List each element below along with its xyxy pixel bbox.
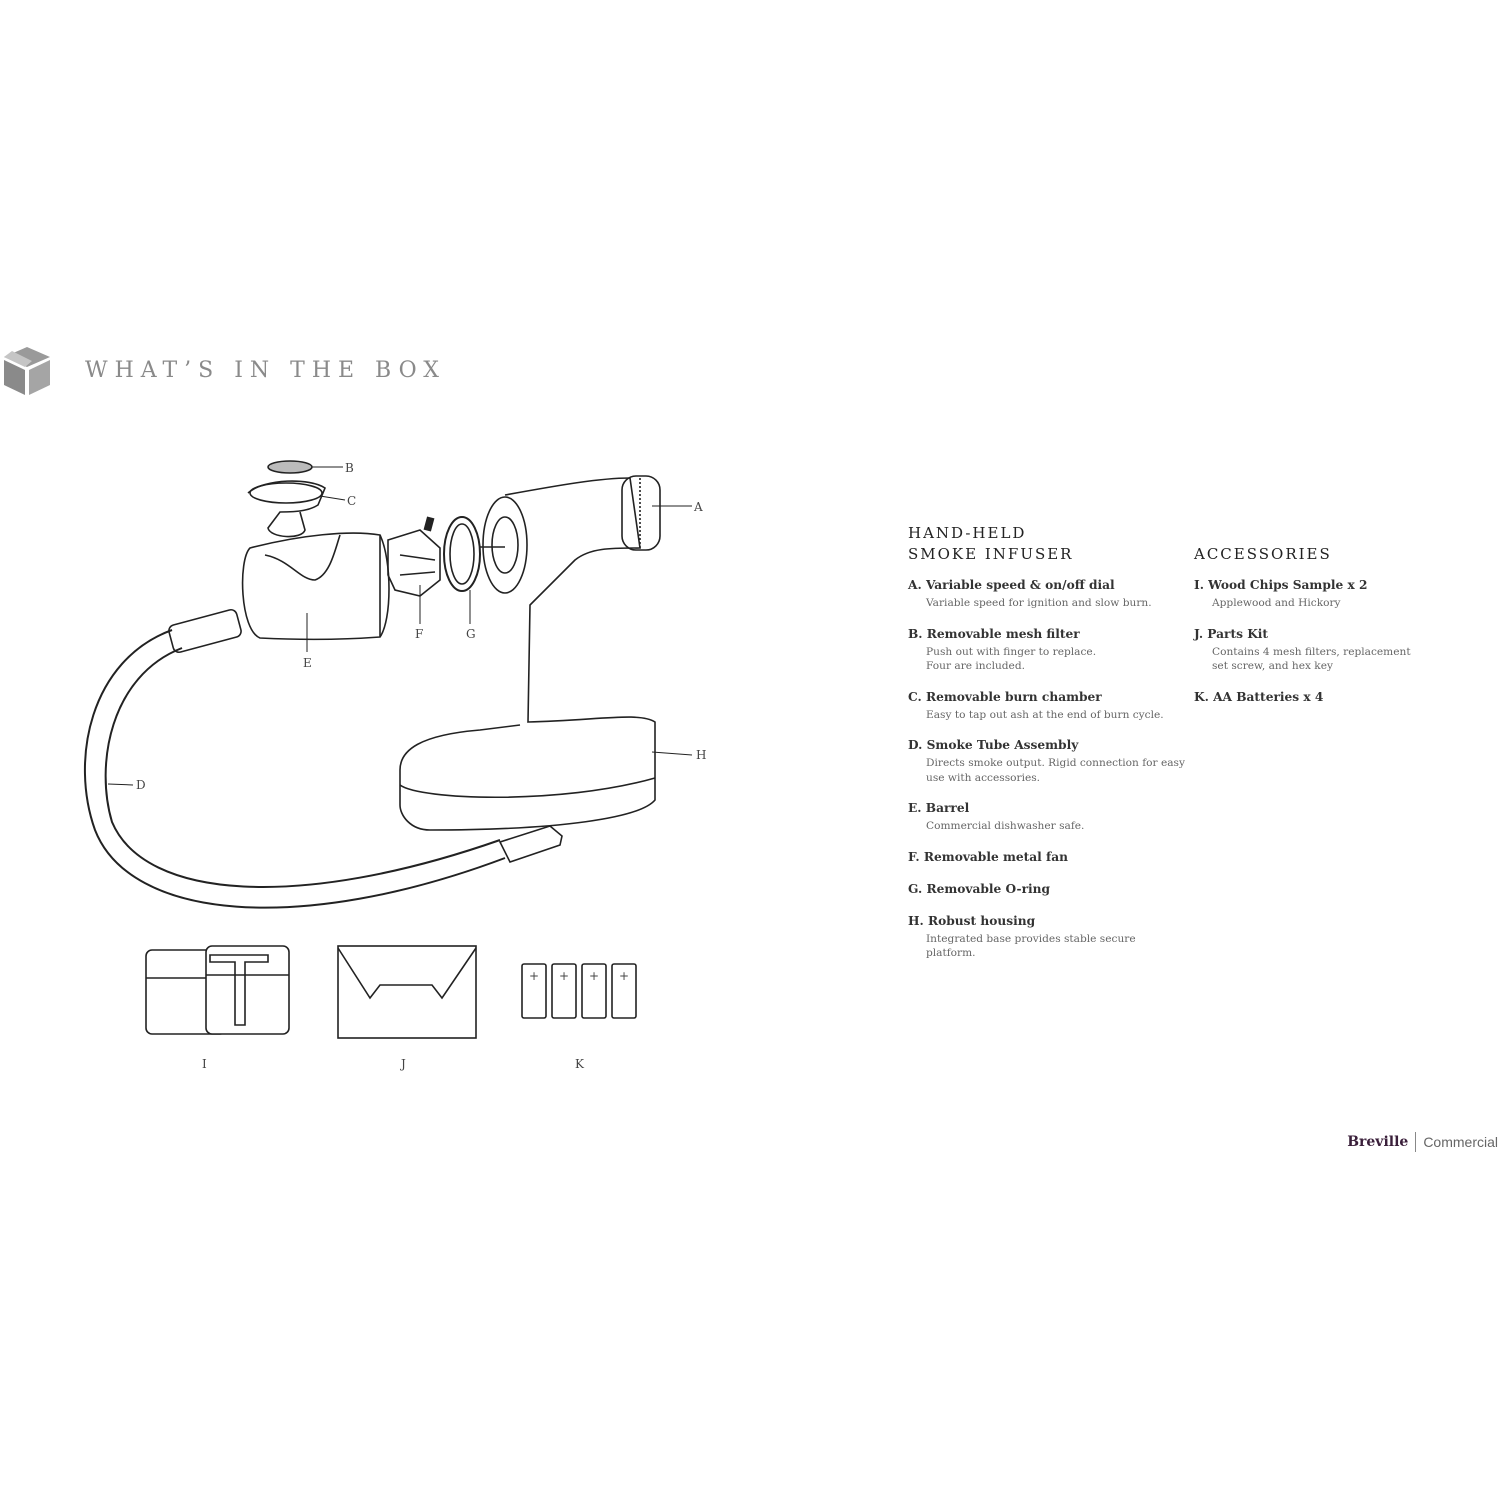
label-g: G [466,627,476,641]
smoke-tube-drawing [84,608,563,909]
page-title: WHAT’S IN THE BOX [85,358,446,383]
burn-chamber-drawing [247,480,326,538]
part-item-f: F. Removable metal fan [908,849,1068,864]
box-icon [4,347,50,395]
label-e: E [303,656,312,670]
svg-text:+: + [559,969,569,983]
label-i: I [202,1057,207,1071]
fan-drawing [387,516,441,597]
label-h: H [696,748,706,762]
accessory-item-k: K. AA Batteries x 4 [1194,689,1324,704]
label-a: A [693,500,703,514]
label-c: C [347,494,356,508]
svg-text:+: + [589,969,599,983]
infuser-section: HAND-HELD SMOKE INFUSER A. Variable spee… [908,523,1188,976]
batteries-drawing: + + + + [521,963,637,1019]
label-k: K [575,1057,585,1071]
parts-kit-drawing [337,945,477,1039]
brand-logo: Breville Commercial [1347,1132,1498,1152]
mesh-filter-drawing [267,460,313,474]
barrel-drawing [241,532,390,641]
label-b: B [345,461,354,475]
label-f: F [415,627,423,641]
infuser-heading: HAND-HELD SMOKE INFUSER [908,524,1074,563]
part-item-g: G. Removable O-ring [908,881,1051,896]
housing-drawing [399,475,661,831]
label-d: D [136,778,146,792]
svg-text:+: + [619,969,629,983]
label-j: J [399,1057,406,1071]
accessories-heading: ACCESSORIES [1194,545,1332,563]
product-diagram: + + + + A B C D E F G H I J K [84,460,706,1071]
wood-chips-drawing [145,945,290,1035]
o-ring-drawing [443,516,481,592]
brand-divider [1415,1132,1417,1152]
svg-text:+: + [529,969,539,983]
